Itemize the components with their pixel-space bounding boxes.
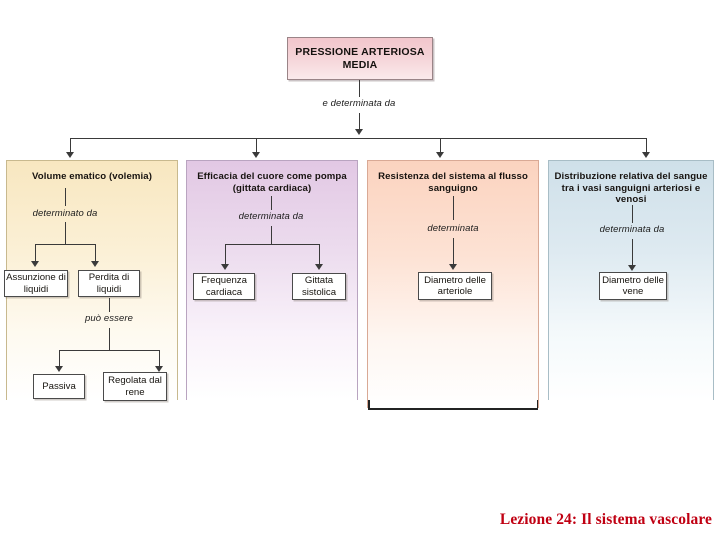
node-gittata-sistolica-label: Gittata sistolica (301, 275, 337, 298)
root-node-label: PRESSIONE ARTERIOSA MEDIA (295, 45, 425, 71)
p4-connector-mid (632, 239, 633, 267)
p2-connector-top (271, 196, 272, 210)
p1-sub-connector-label: può essere (84, 313, 133, 324)
node-diametro-delle-arteriole-label: Diametro delle arteriole (424, 274, 486, 298)
arrowhead-branch-4-icon (642, 152, 650, 158)
panel-resistenza-sistema-heading: Resistenza del sistema al flusso sanguig… (378, 171, 528, 194)
panel-distribuzione-sangue-heading: Distribuzione relativa del sangue tra i … (554, 171, 708, 206)
node-frequenza-cardiaca: Frequenza cardiaca (193, 273, 255, 300)
p1-connector-mid (65, 222, 66, 244)
p3-arrowhead-icon (449, 264, 457, 270)
p1-connector-sub-top (109, 298, 110, 312)
p2-arrowhead-right-icon (315, 264, 323, 270)
p3-connector-top (453, 196, 454, 220)
p1-sub-drop-left (59, 350, 60, 368)
bracket-right-tick (536, 400, 538, 409)
p1-connector-top (65, 188, 66, 206)
p1-sub-arrowhead-left-icon (55, 366, 63, 372)
p3-connector-mid (453, 238, 454, 266)
arrowhead-branch-3-icon (436, 152, 444, 158)
node-diametro-delle-vene: Diametro delle vene (599, 272, 667, 300)
panel-resistenza-bottom-bracket (368, 400, 538, 410)
connector-title-to-label (359, 80, 360, 97)
p1-connector-label: determinato da (32, 208, 98, 219)
p1-connector-sub-mid (109, 328, 110, 350)
p1-sub-split-bar (59, 350, 159, 351)
p4-connector-label: determinata da (599, 224, 665, 235)
p1-drop-left (35, 244, 36, 263)
p2-connector-mid (271, 226, 272, 244)
lesson-caption: Lezione 24: Il sistema vascolare (499, 511, 712, 528)
node-assunzione-di-liquidi-label: Assunzione di liquidi (6, 272, 66, 295)
p1-split-bar (35, 244, 95, 245)
p4-arrowhead-icon (628, 265, 636, 271)
branch-drop-2 (256, 138, 257, 154)
p2-arrowhead-left-icon (221, 264, 229, 270)
p1-arrowhead-right-icon (91, 261, 99, 267)
p2-split-bar (225, 244, 319, 245)
p1-drop-right (95, 244, 96, 263)
node-diametro-delle-vene-label: Diametro delle vene (602, 274, 664, 298)
p3-connector-label: determinata (427, 223, 479, 234)
arrowhead-branch-2-icon (252, 152, 260, 158)
node-perdita-di-liquidi: Perdita di liquidi (78, 270, 140, 297)
p2-drop-left (225, 244, 226, 266)
node-gittata-sistolica: Gittata sistolica (292, 273, 346, 300)
p2-connector-label: determinata da (238, 211, 304, 222)
branch-drop-3 (440, 138, 441, 154)
distribution-bar (70, 138, 646, 139)
node-regolata-dal-rene-label: Regolata dal rene (108, 375, 162, 398)
arrowhead-title-down-icon (355, 129, 363, 135)
bracket-horizontal (368, 408, 538, 410)
p1-sub-arrowhead-right-icon (155, 366, 163, 372)
node-regolata-dal-rene: Regolata dal rene (103, 372, 167, 401)
node-assunzione-di-liquidi: Assunzione di liquidi (4, 270, 68, 297)
p4-connector-top (632, 205, 633, 223)
bracket-left-tick (368, 400, 370, 409)
root-node-pressione-arteriosa-media: PRESSIONE ARTERIOSA MEDIA (287, 37, 433, 80)
branch-drop-1 (70, 138, 71, 154)
p2-drop-right (319, 244, 320, 266)
panel-efficacia-cuore-heading: Efficacia del cuore come pompa (gittata … (197, 171, 347, 194)
node-passiva-label: Passiva (42, 380, 76, 392)
node-frequenza-cardiaca-label: Frequenza cardiaca (201, 275, 247, 298)
branch-drop-4 (646, 138, 647, 154)
p1-sub-drop-right (159, 350, 160, 368)
node-perdita-di-liquidi-label: Perdita di liquidi (88, 272, 130, 295)
arrowhead-branch-1-icon (66, 152, 74, 158)
connector-label-to-bar (359, 113, 360, 131)
panel-volume-ematico-heading: Volume ematico (volemia) (31, 171, 153, 182)
node-passiva: Passiva (33, 374, 85, 399)
connector-label-title: e determinata da (322, 98, 396, 109)
node-diametro-delle-arteriole: Diametro delle arteriole (418, 272, 492, 300)
p1-arrowhead-left-icon (31, 261, 39, 267)
